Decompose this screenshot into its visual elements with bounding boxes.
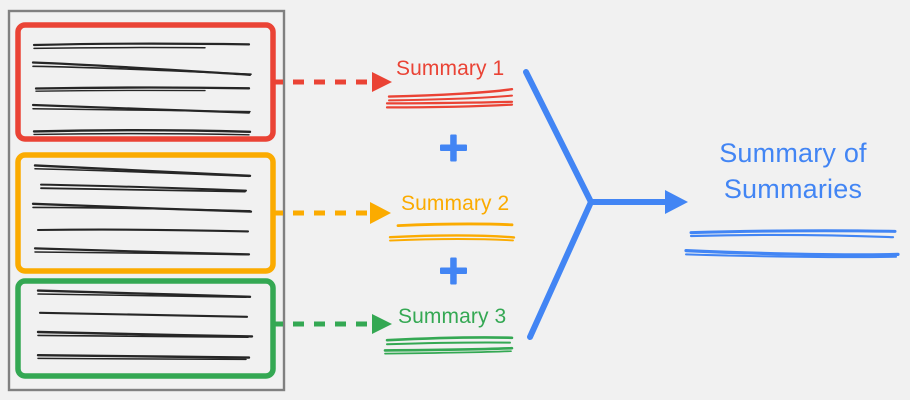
merge-branch-top xyxy=(523,69,594,205)
merge-arrow-head xyxy=(665,190,688,214)
summary-3-squiggle xyxy=(383,336,514,355)
summary-1-squiggle xyxy=(385,88,514,109)
summary-1-label: Summary 1 xyxy=(396,57,505,80)
final-output-title-line-1: Summary of xyxy=(719,138,867,168)
document-section-green-lines xyxy=(36,289,254,361)
merge-connector xyxy=(523,69,671,340)
summary-2-label: Summary 2 xyxy=(401,192,510,215)
summary-3-label: Summary 3 xyxy=(398,305,507,328)
arrow-red-head xyxy=(372,72,392,92)
final-output-title-line-2: Summaries xyxy=(723,174,863,204)
document-section-yellow-lines xyxy=(31,164,253,256)
plus-operator-1 xyxy=(440,134,467,162)
final-output-squiggle xyxy=(684,229,900,259)
final-output-title: Summary of Summaries xyxy=(690,135,896,207)
summary-2-squiggle xyxy=(388,222,516,242)
document-section-red-lines xyxy=(31,42,252,136)
document-section-green[interactable] xyxy=(15,278,276,379)
plus-operator-2 xyxy=(440,257,467,285)
document-section-red[interactable] xyxy=(15,22,276,142)
arrow-yellow-head xyxy=(370,202,391,224)
merge-branch-bottom xyxy=(527,199,594,340)
source-document-frame xyxy=(7,9,286,392)
dashed-arrows xyxy=(272,72,392,334)
arrow-green-head xyxy=(372,314,392,334)
